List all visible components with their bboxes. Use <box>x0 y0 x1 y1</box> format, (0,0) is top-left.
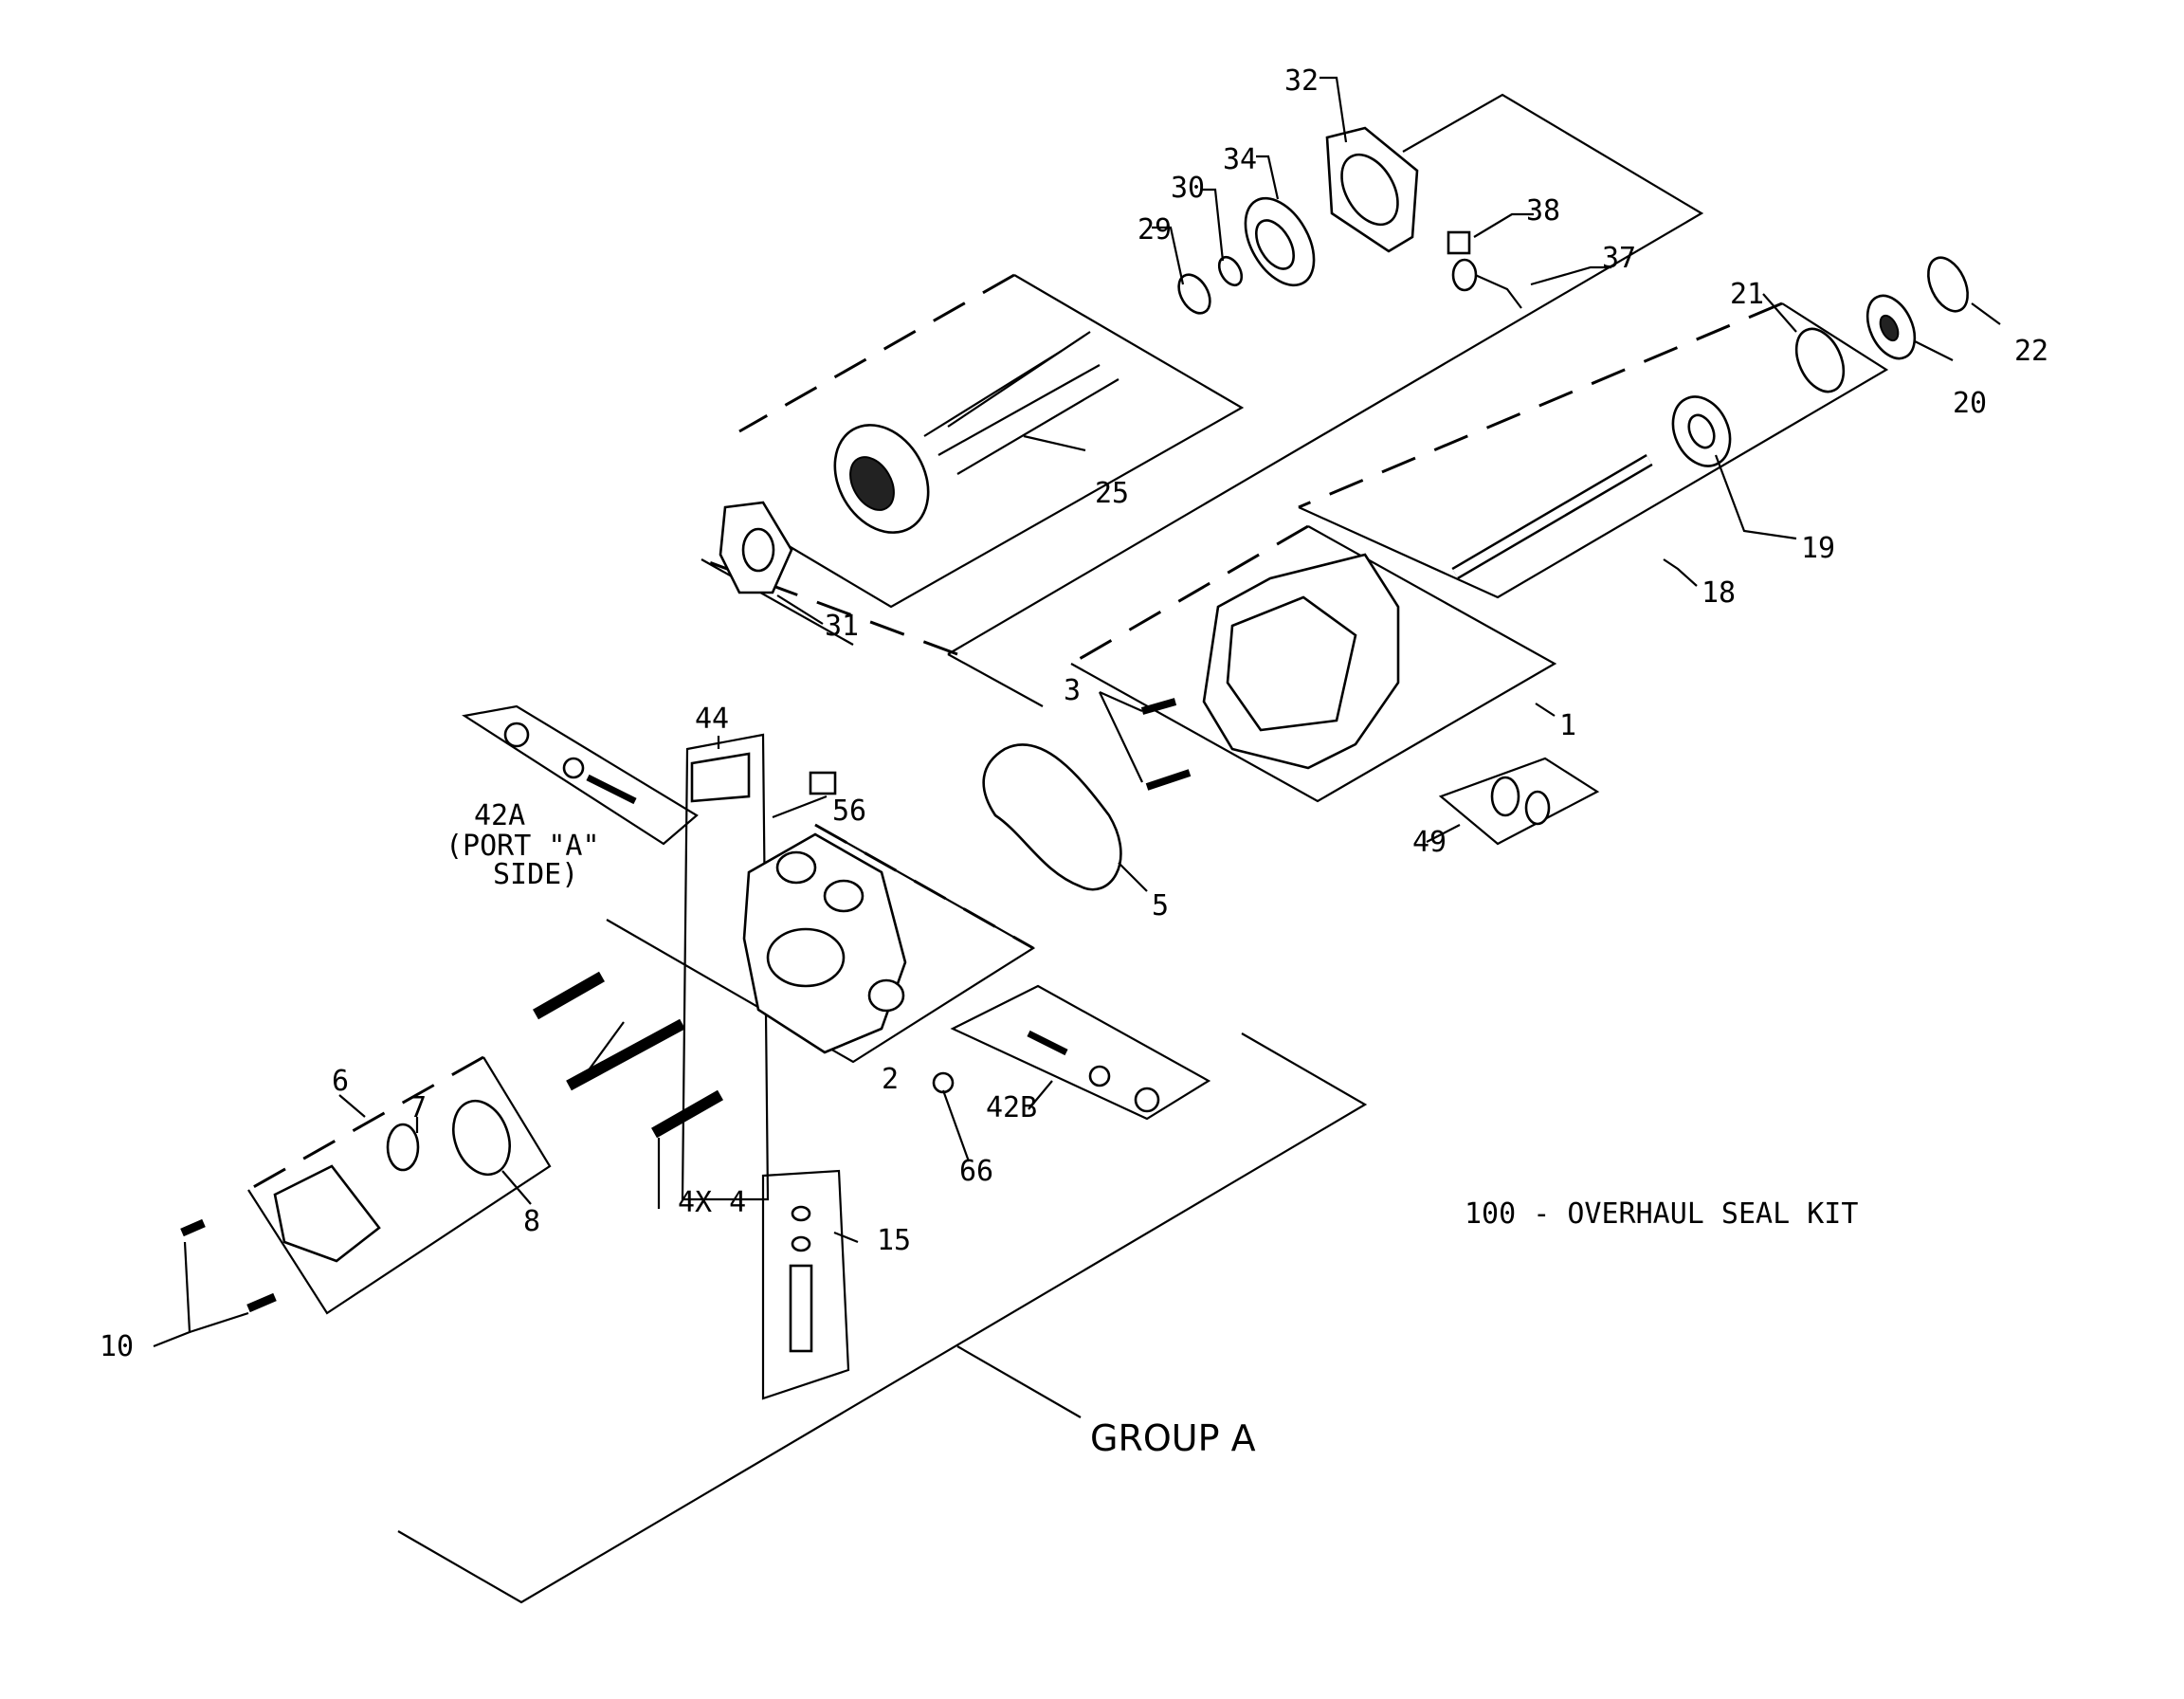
kit-18-box <box>1298 301 1889 599</box>
part-37-trunnion <box>1447 230 1522 309</box>
kit-6-box <box>247 1055 552 1315</box>
group-a-label: GROUP A <box>1090 1417 1256 1459</box>
part-7-rotor <box>386 1123 420 1172</box>
part-1-housing <box>1202 553 1400 770</box>
part-5-gasket <box>982 743 1122 891</box>
callout-25: 25 <box>1095 477 1129 510</box>
callout-31: 31 <box>825 610 859 643</box>
group-a-outline <box>397 1032 1368 1604</box>
callout-49: 49 <box>1412 826 1447 859</box>
leader-lines <box>153 76 2001 1348</box>
part-2-center-section <box>742 832 907 1054</box>
seal-kit-outline-upper <box>701 93 1704 707</box>
kit-42a-box <box>462 704 699 846</box>
part-22-snap-ring <box>1927 256 1969 313</box>
callout-42a-line3: SIDE) <box>493 858 578 891</box>
part-6-cover <box>273 1164 381 1263</box>
part-42b-valve <box>1027 1030 1160 1113</box>
callout-22: 22 <box>2014 335 2048 368</box>
callout-6: 6 <box>332 1065 349 1098</box>
kit-15-box <box>761 1169 850 1400</box>
callout-1: 1 <box>1559 709 1576 742</box>
callout-7: 7 <box>410 1091 427 1124</box>
callout-66: 66 <box>959 1155 993 1188</box>
callout-15: 15 <box>877 1224 911 1257</box>
callout-42b: 42B <box>986 1091 1037 1124</box>
part-30-ring <box>1217 255 1244 287</box>
part-18-shaft <box>1451 453 1653 580</box>
part-29-spring <box>1177 273 1211 315</box>
callout-3: 3 <box>1064 674 1081 707</box>
callout-20: 20 <box>1953 387 1987 420</box>
overhaul-seal-kit-label: 100 - OVERHAUL SEAL KIT <box>1465 1197 1858 1231</box>
callout-5: 5 <box>1152 889 1169 923</box>
part-32-cradle <box>1325 126 1419 253</box>
callout-32: 32 <box>1284 64 1319 98</box>
part-21-ring <box>1794 327 1846 393</box>
callout-18: 18 <box>1702 576 1736 610</box>
callout-10: 10 <box>100 1330 134 1363</box>
callout-4x4: 4X 4 <box>678 1186 746 1219</box>
part-34-bearing <box>1244 196 1316 287</box>
part-19-bearing <box>1671 395 1732 467</box>
callout-56: 56 <box>832 795 866 828</box>
part-15-charge-relief <box>789 1205 813 1353</box>
part-3-dowels <box>1140 698 1192 791</box>
part-56-plug <box>809 771 837 795</box>
callout-42a-line1: 42A <box>474 799 525 832</box>
kit-25-box <box>738 273 1245 609</box>
callout-34: 34 <box>1223 143 1257 176</box>
kit-2-box <box>606 823 1036 1064</box>
kit-44-box <box>681 733 770 1201</box>
part-44-orifice <box>690 752 751 803</box>
part-8-oring <box>452 1099 511 1177</box>
callout-37: 37 <box>1602 242 1636 275</box>
kit-1-box <box>1070 524 1557 803</box>
callout-21: 21 <box>1730 278 1764 311</box>
callout-30: 30 <box>1171 172 1205 205</box>
part-10-screws <box>180 1218 277 1313</box>
callout-2: 2 <box>882 1063 899 1096</box>
part-42a-valve <box>503 722 637 805</box>
callout-38: 38 <box>1526 194 1560 228</box>
part-4-bolts <box>533 971 723 1139</box>
kit-42b-box <box>950 984 1211 1121</box>
callout-29: 29 <box>1138 213 1172 247</box>
callout-8: 8 <box>523 1205 540 1238</box>
part-66-fitting <box>932 1071 955 1094</box>
part-25-cylinder-block <box>833 331 1119 534</box>
callout-42a-line2: (PORT "A" <box>446 830 600 863</box>
callouts: 32 34 30 29 38 37 21 22 20 25 19 31 18 3… <box>100 64 2048 1459</box>
kit-49-box <box>1438 757 1600 846</box>
callout-19: 19 <box>1801 532 1835 565</box>
part-31-valve-plate <box>719 501 793 594</box>
part-20-bearing <box>1866 294 1917 360</box>
callout-44: 44 <box>695 703 729 736</box>
part-49-seal <box>1490 776 1551 826</box>
